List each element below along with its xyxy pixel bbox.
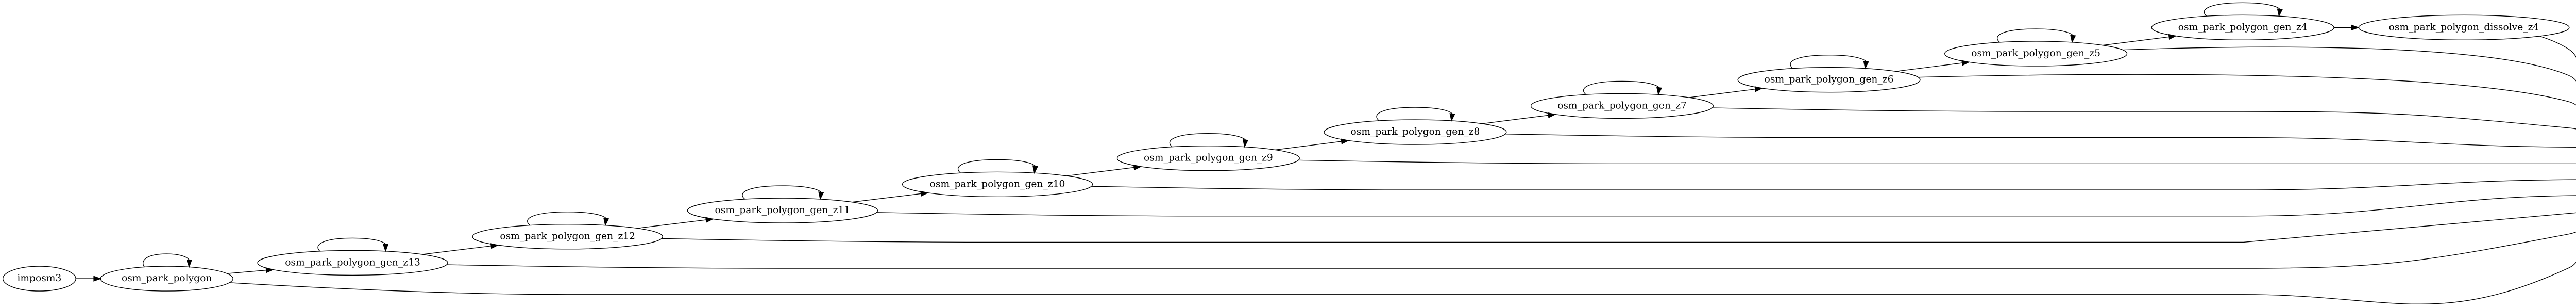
svg-text:osm_park_polygon_gen_z11: osm_park_polygon_gen_z11 [715, 205, 851, 216]
svg-text:osm_park_polygon_gen_z8: osm_park_polygon_gen_z8 [1351, 126, 1480, 137]
svg-text:osm_park_polygon_gen_z4: osm_park_polygon_gen_z4 [2178, 22, 2308, 33]
svg-text:osm_park_polygon_dissolve_z4: osm_park_polygon_dissolve_z4 [2389, 22, 2539, 33]
svg-text:osm_park_polygon_gen_z6: osm_park_polygon_gen_z6 [1765, 74, 1894, 85]
svg-text:osm_park_polygon_gen_z10: osm_park_polygon_gen_z10 [930, 179, 1065, 189]
svg-text:imposm3: imposm3 [17, 273, 61, 284]
svg-text:osm_park_polygon_gen_z7: osm_park_polygon_gen_z7 [1557, 100, 1687, 111]
svg-text:osm_park_polygon_gen_z9: osm_park_polygon_gen_z9 [1144, 153, 1273, 164]
svg-text:osm_park_polygon_gen_z13: osm_park_polygon_gen_z13 [285, 257, 420, 268]
svg-text:osm_park_polygon: osm_park_polygon [122, 273, 212, 284]
svg-text:osm_park_polygon_gen_z12: osm_park_polygon_gen_z12 [500, 231, 635, 242]
svg-text:osm_park_polygon_gen_z5: osm_park_polygon_gen_z5 [1971, 48, 2100, 59]
